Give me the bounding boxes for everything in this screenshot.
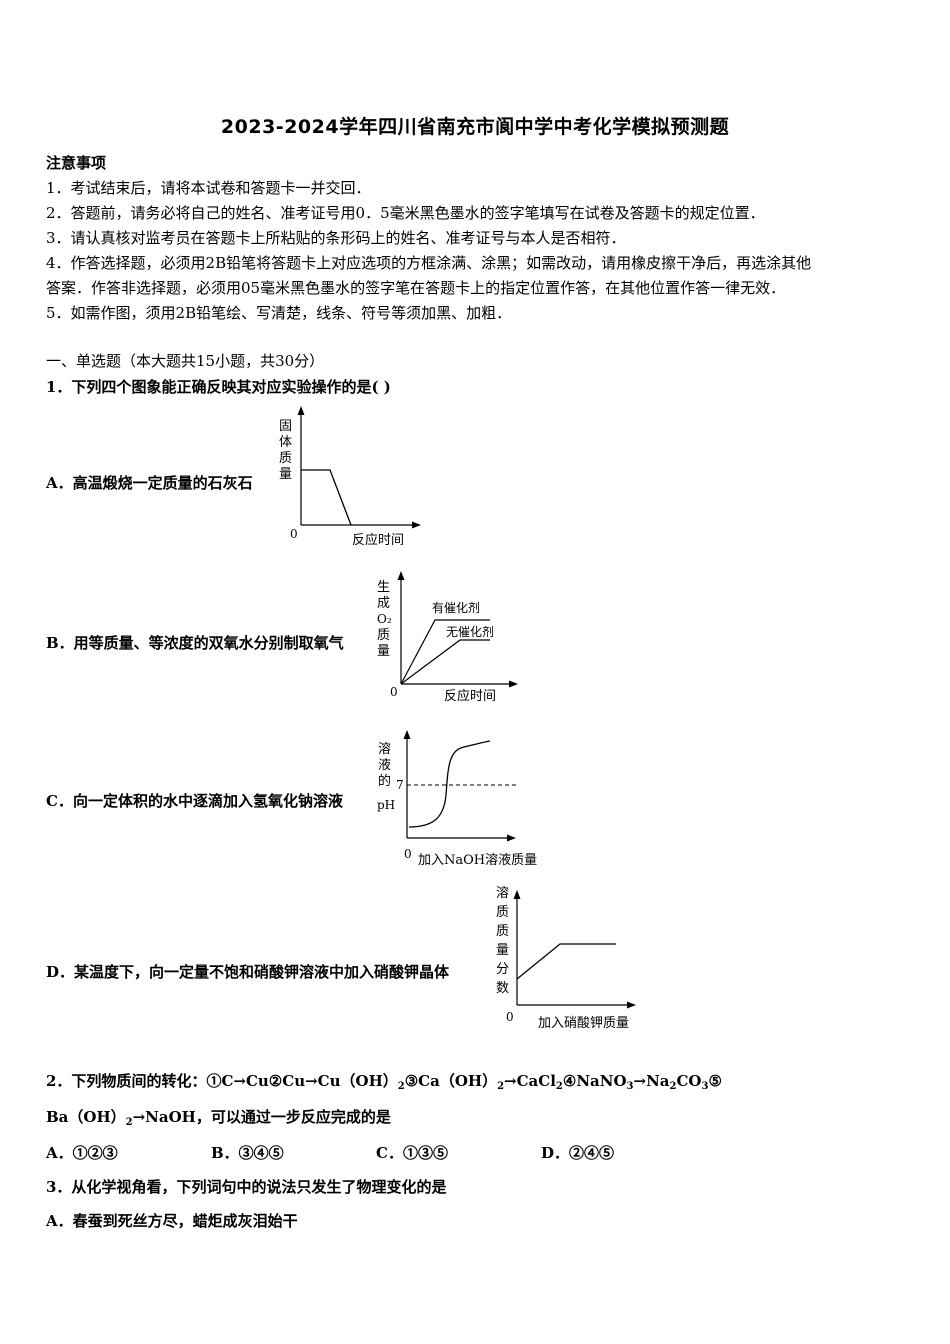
question-1-option-c: C．向一定体积的水中逐滴加入氢氧化钠溶液 xyxy=(46,792,343,810)
graph-d-xlabel: 加入硝酸钾质量 xyxy=(538,1016,629,1031)
graph-d-ylabel-3: 质 xyxy=(496,924,509,939)
graph-d-curve xyxy=(516,943,616,980)
graph-c-ylabel-1: 溶 xyxy=(378,742,391,757)
question-1-option-a: A．高温煅烧一定质量的石灰石 xyxy=(46,474,253,492)
graph-b-label-catalyst: 有催化剂 xyxy=(432,600,480,615)
notice-heading: 注意事项 xyxy=(46,154,107,172)
graph-d-ylabel-2: 质 xyxy=(496,905,509,920)
graph-c-origin: 0 xyxy=(404,847,412,861)
graph-b-ylabel-2: 成 xyxy=(377,596,390,611)
graph-b-ylabel-5: 量 xyxy=(377,644,390,659)
question-3-stem: 3．从化学视角看，下列词句中的说法只发生了物理变化的是 xyxy=(46,1178,447,1196)
question-3-option-a: A．春蚕到死丝方尽，蜡炬成灰泪始干 xyxy=(46,1212,298,1230)
graph-b-origin: 0 xyxy=(390,685,398,699)
graph-a-xlabel: 反应时间 xyxy=(352,532,404,548)
graph-a-ylabel-2: 体 xyxy=(279,435,292,450)
graph-c-y-arrow xyxy=(403,730,411,739)
notice-item-1: 1．考试结束后，请将本试卷和答题卡一并交回． xyxy=(46,179,371,197)
graph-b-x-arrow xyxy=(509,680,518,688)
graph-b-ylabel-4: 质 xyxy=(377,628,390,643)
graph-d-origin: 0 xyxy=(506,1010,514,1024)
graph-b-y-arrow xyxy=(397,571,405,580)
notice-item-5: 5．如需作图，须用2B铅笔绘、写清楚，线条、符号等须加黑、加粗． xyxy=(46,304,512,322)
graph-b-ylabel-3: O₂ xyxy=(377,612,392,626)
graph-d-ylabel-6: 数 xyxy=(496,981,509,996)
graph-a-ylabel-4: 量 xyxy=(279,467,292,482)
question-2-option-b: B．③④⑤ xyxy=(211,1144,284,1162)
graph-a-x-arrow xyxy=(412,521,421,529)
notice-item-3: 3．请认真核对监考员在答题卡上所粘贴的条形码上的姓名、准考证号与本人是否相符． xyxy=(46,229,626,247)
graph-d-ylabel-1: 溶 xyxy=(496,886,509,901)
graph-a-y-arrow xyxy=(297,406,305,415)
graph-c-ylabel-2: 液 xyxy=(378,758,391,773)
graph-c-curve xyxy=(408,740,491,828)
question-2-stem-line1: 2．下列物质间的转化：①C→Cu②Cu→Cu（OH）2③Ca（OH）2→CaCl… xyxy=(46,1072,722,1092)
question-1-stem: 1．下列四个图象能正确反映其对应实验操作的是( ) xyxy=(46,378,391,396)
graph-b-series-no-catalyst xyxy=(400,639,490,685)
graph-a-ylabel-3: 质 xyxy=(279,451,292,466)
graph-c: 溶 液 的 pH 7 0 加入NaOH溶液质量 xyxy=(377,730,537,868)
graph-c-ref-label: 7 xyxy=(396,778,404,792)
graph-a-curve xyxy=(301,469,352,526)
notice-item-2: 2．答题前，请务必将自己的姓名、准考证号用0．5毫米黑色墨水的签字笔填写在试卷及… xyxy=(46,204,765,222)
graph-c-xlabel: 加入NaOH溶液质量 xyxy=(418,853,537,868)
graph-b: 生 成 O₂ 质 量 有催化剂 无催化剂 0 反应时间 xyxy=(377,571,518,704)
question-1-option-b: B．用等质量、等浓度的双氧水分别制取氧气 xyxy=(46,634,344,652)
graph-c-ylabel-3: 的 xyxy=(378,773,391,789)
graph-d-x-arrow xyxy=(627,1001,636,1009)
notice-item-4-cont: 答案．作答非选择题，必须用05毫米黑色墨水的签字笔在答题卡上的指定位置作答，在其… xyxy=(46,279,786,297)
section-heading: 一、单选题（本大题共15小题，共30分） xyxy=(46,352,325,370)
page-title: 2023-2024学年四川省南充市阆中学中考化学模拟预测题 xyxy=(220,116,730,138)
graph-b-label-no-catalyst: 无催化剂 xyxy=(446,624,494,639)
graph-a-origin: 0 xyxy=(290,527,298,541)
question-2-stem-line2: Ba（OH）2→NaOH，可以通过一步反应完成的是 xyxy=(46,1108,391,1128)
question-2-option-d: D．②④⑤ xyxy=(541,1144,615,1162)
graph-d-ylabel-5: 分 xyxy=(496,962,509,977)
notice-item-4: 4．作答选择题，必须用2B铅笔将答题卡上对应选项的方框涂满、涂黑；如需改动，请用… xyxy=(46,254,812,272)
question-2-option-a: A．①②③ xyxy=(46,1144,118,1162)
graph-b-ylabel-1: 生 xyxy=(377,580,390,595)
graph-d-ylabel-4: 量 xyxy=(496,943,509,958)
graph-c-x-arrow xyxy=(507,834,516,842)
graph-d-y-arrow xyxy=(513,890,521,899)
graph-d: 溶 质 质 量 分 数 0 加入硝酸钾质量 xyxy=(496,886,636,1031)
question-1-option-d: D．某温度下，向一定量不饱和硝酸钾溶液中加入硝酸钾晶体 xyxy=(46,963,450,981)
graph-c-ylabel-4: pH xyxy=(377,798,395,812)
graph-a-ylabel-1: 固 xyxy=(279,419,292,434)
graph-a: 固 体 质 量 0 反应时间 xyxy=(279,406,421,548)
graph-b-series-catalyst xyxy=(400,619,490,685)
question-2-option-c: C．①③⑤ xyxy=(376,1144,448,1162)
graph-b-xlabel: 反应时间 xyxy=(444,688,496,704)
